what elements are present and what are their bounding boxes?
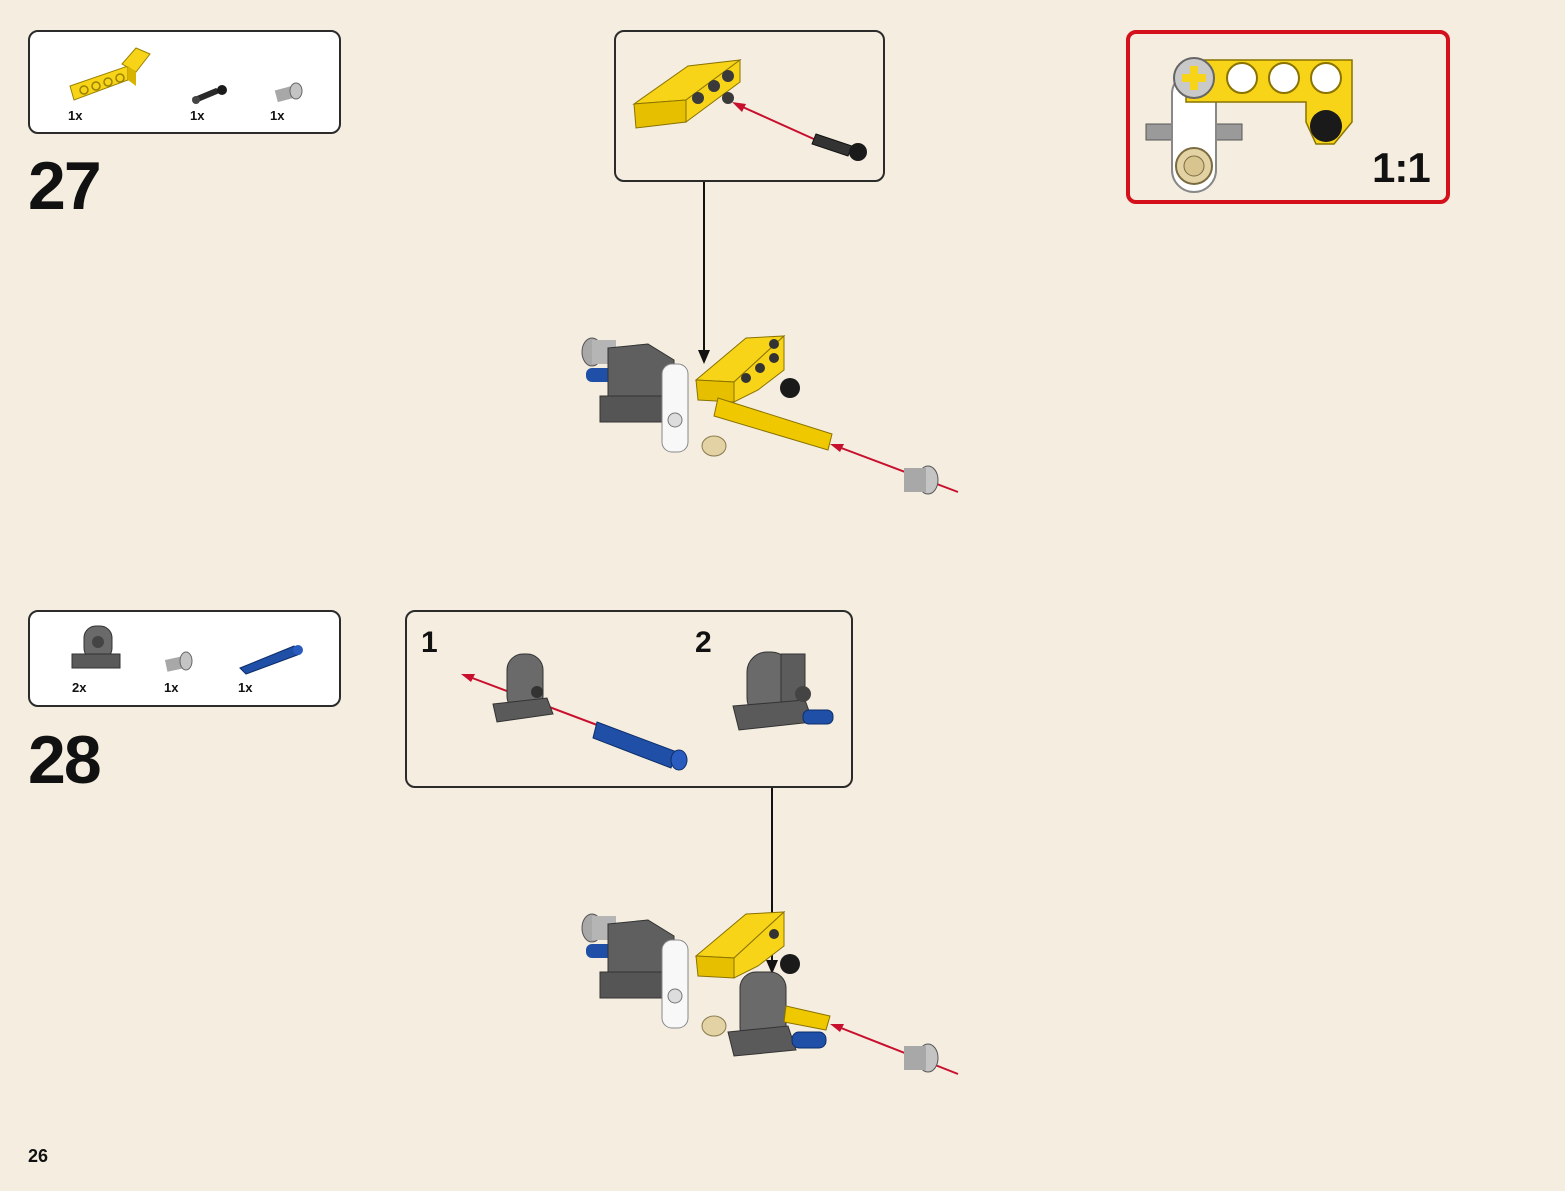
- step-number: 28: [28, 722, 102, 798]
- substep1-diagram: [461, 653, 688, 771]
- yellow-l-beam-icon: [632, 59, 742, 129]
- black-friction-pin-icon: [192, 85, 227, 104]
- substep-number: 1: [421, 626, 438, 659]
- part-qty: 1x: [238, 680, 253, 695]
- step27-assembly-model: [581, 334, 959, 495]
- substep-number: 2: [695, 626, 712, 659]
- assembly-arrow-icon: [732, 102, 817, 141]
- scale-callout: 1:1: [1126, 30, 1450, 204]
- part-qty: 1x: [68, 108, 83, 123]
- yellow-l-beam-icon: [69, 47, 151, 101]
- subassembly-callout: [614, 30, 885, 182]
- part-qty: 1x: [190, 108, 205, 123]
- step27-parts-list: 1x 1x 1x: [28, 30, 341, 134]
- part-qty: 1x: [270, 108, 285, 123]
- blue-long-pin-icon: [239, 645, 303, 675]
- step28-assembly-model: [581, 910, 959, 1075]
- part-qty: 2x: [72, 680, 87, 695]
- part-qty: 1x: [164, 680, 179, 695]
- step-number: 27: [28, 148, 102, 224]
- gray-bush-icon: [274, 82, 303, 103]
- dark-gray-pin-connector-block-icon: [71, 625, 121, 669]
- substep2-diagram: [732, 651, 834, 731]
- step28-parts-list: 2x 1x 1x: [28, 610, 341, 707]
- gray-bush-icon: [164, 651, 193, 672]
- black-friction-pin-icon: [811, 133, 867, 161]
- substep-callout: 1 2: [405, 610, 853, 788]
- page-number: 26: [28, 1146, 49, 1166]
- scale-label: 1:1: [1372, 144, 1431, 191]
- scale-diagram: [1145, 57, 1353, 193]
